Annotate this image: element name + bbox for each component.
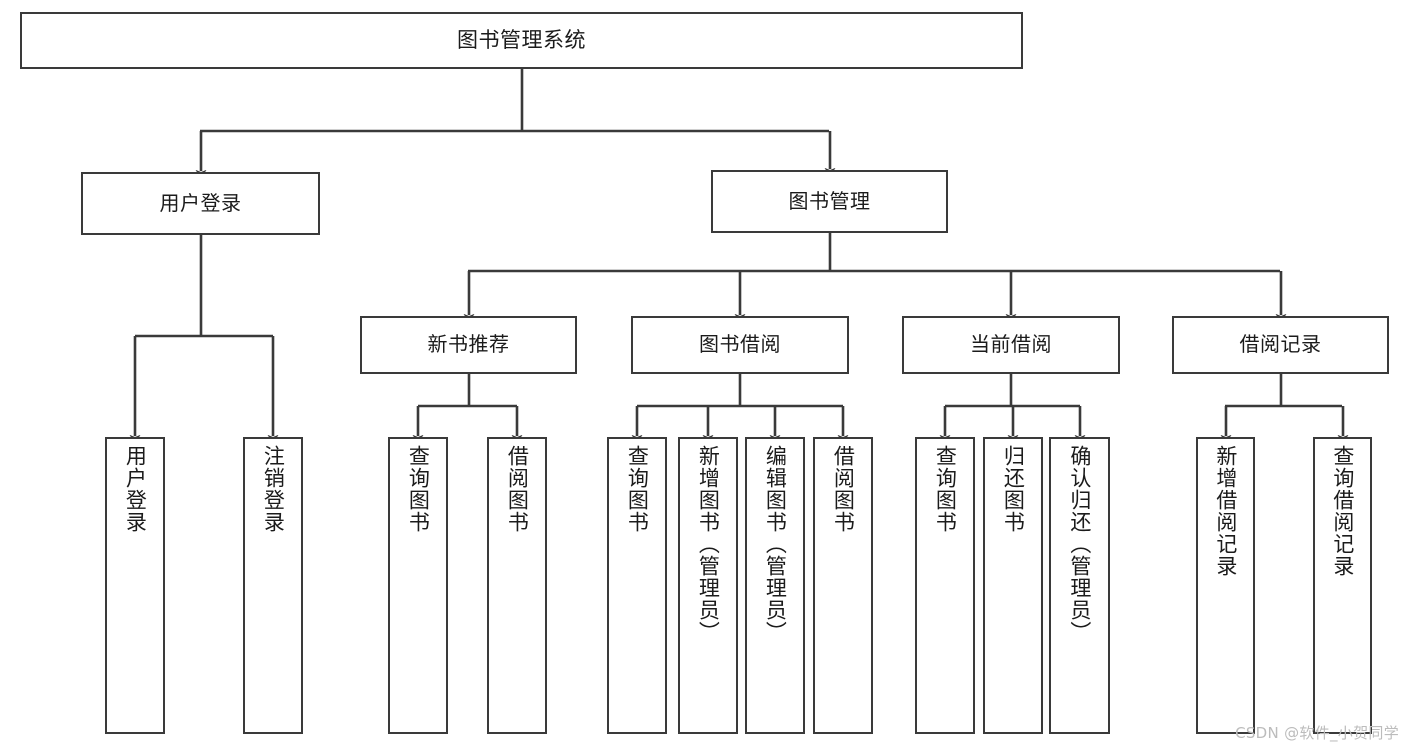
node-label: 借阅图书 [831, 445, 856, 533]
node-root[interactable]: 图书管理系统 [20, 12, 1023, 69]
node-login[interactable]: 用户登录 [81, 172, 320, 235]
node-leaf-logout[interactable]: 注销登录 [243, 437, 303, 734]
node-leaf-query-record[interactable]: 查询借阅记录 [1313, 437, 1372, 734]
node-label: 新书推荐 [427, 332, 510, 357]
node-leaf-borrow-book-2[interactable]: 借阅图书 [813, 437, 873, 734]
node-leaf-edit-book[interactable]: 编辑图书（管理员） [745, 437, 805, 734]
node-label: 查询图书 [406, 445, 431, 533]
node-leaf-return-book[interactable]: 归还图书 [983, 437, 1043, 734]
node-leaf-borrow-book-1[interactable]: 借阅图书 [487, 437, 547, 734]
node-leaf-query-book-2[interactable]: 查询图书 [607, 437, 667, 734]
node-label: 用户登录 [159, 190, 242, 215]
node-label: 借阅记录 [1239, 332, 1322, 357]
node-leaf-query-book-3[interactable]: 查询图书 [915, 437, 975, 734]
node-leaf-confirm-return[interactable]: 确认归还（管理员） [1049, 437, 1110, 734]
csdn-watermark: CSDN @软件_小贺同学 [1235, 724, 1399, 742]
node-label: 图书借阅 [699, 332, 781, 357]
node-label: 用户登录 [123, 445, 148, 533]
edges [129, 69, 1349, 444]
node-label: 当前借阅 [970, 332, 1052, 357]
node-label: 归还图书 [1001, 445, 1026, 533]
node-label: 图书管理 [788, 188, 871, 213]
node-label: 图书管理系统 [457, 28, 586, 53]
node-label: 注销登录 [261, 445, 286, 533]
node-label: 查询图书 [933, 445, 958, 533]
node-leaf-query-book-1[interactable]: 查询图书 [388, 437, 448, 734]
node-bookmgmt[interactable]: 图书管理 [711, 170, 948, 233]
node-leaf-user-login[interactable]: 用户登录 [105, 437, 165, 734]
node-label: 确认归还（管理员） [1067, 445, 1092, 643]
node-label: 新增借阅记录 [1213, 445, 1238, 577]
node-borrow[interactable]: 图书借阅 [631, 316, 849, 374]
node-records[interactable]: 借阅记录 [1172, 316, 1389, 374]
node-label: 编辑图书（管理员） [763, 445, 788, 643]
node-leaf-add-book[interactable]: 新增图书（管理员） [678, 437, 738, 734]
node-label: 借阅图书 [505, 445, 530, 533]
node-current[interactable]: 当前借阅 [902, 316, 1120, 374]
node-leaf-add-record[interactable]: 新增借阅记录 [1196, 437, 1255, 734]
node-label: 查询图书 [625, 445, 650, 533]
node-newbook[interactable]: 新书推荐 [360, 316, 577, 374]
node-label: 查询借阅记录 [1330, 445, 1355, 577]
node-label: 新增图书（管理员） [696, 445, 721, 643]
